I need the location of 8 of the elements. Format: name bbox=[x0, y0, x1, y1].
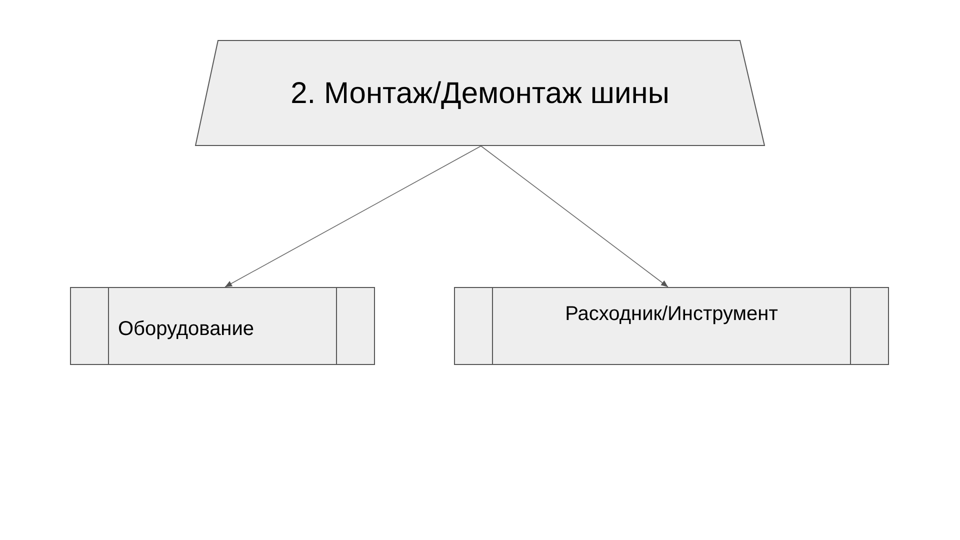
node-label: Оборудование bbox=[118, 317, 254, 342]
node-label: 2. Монтаж/Демонтаж шины bbox=[290, 76, 670, 112]
process-box bbox=[70, 287, 375, 365]
process-box bbox=[454, 287, 889, 365]
node-label: Расходник/Инструмент bbox=[565, 302, 778, 327]
trapezoid-box bbox=[195, 40, 765, 146]
arrow bbox=[480, 146, 668, 288]
arrow bbox=[224, 146, 482, 288]
